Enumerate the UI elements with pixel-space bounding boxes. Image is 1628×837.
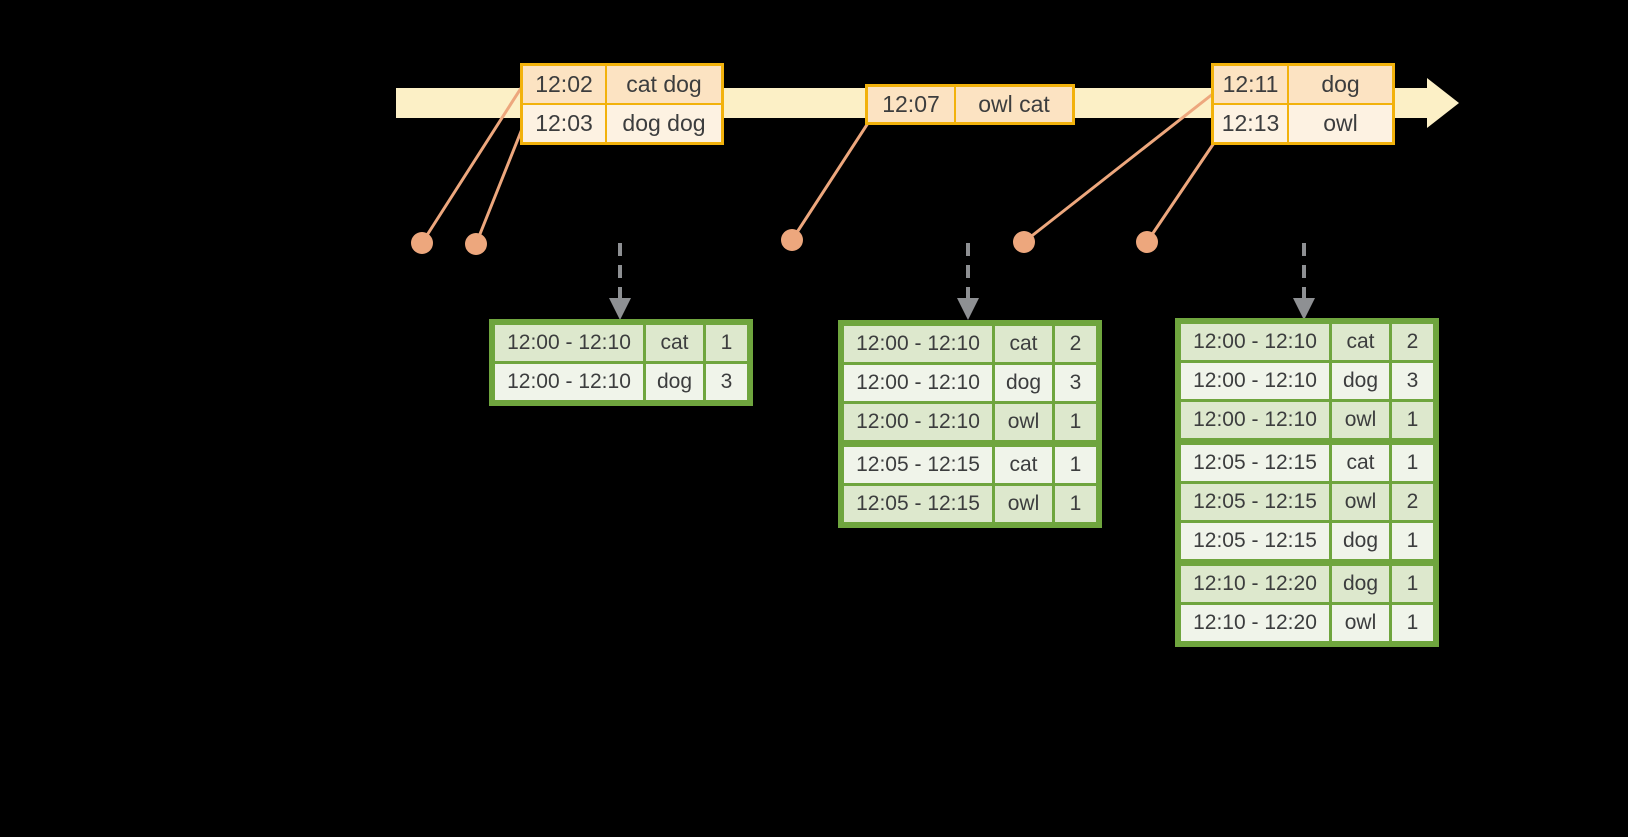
window-cell: 12:00 - 12:10 <box>1178 321 1331 362</box>
trigger-arrowhead-icon <box>609 298 631 320</box>
event-time-cell: 12:13 <box>1212 103 1288 144</box>
window-cell: 12:00 - 12:10 <box>1178 360 1331 401</box>
count-cell: 3 <box>703 361 750 403</box>
event-dot <box>1013 231 1035 253</box>
trigger-arrowhead-icon <box>957 298 979 320</box>
event-time-cell: 12:07 <box>866 85 955 124</box>
word-cell: dog <box>1329 559 1391 604</box>
count-cell: 1 <box>1389 438 1436 483</box>
trigger-arrowhead-icon <box>1293 298 1315 320</box>
words-cell: cat dog <box>605 64 723 104</box>
event-connector-line <box>1022 91 1216 244</box>
word-cell: dog <box>1329 360 1391 401</box>
window-cell: 12:00 - 12:10 <box>492 322 645 363</box>
word-cell: cat <box>992 323 1054 364</box>
event-dot <box>1136 231 1158 253</box>
event-dot <box>465 233 487 255</box>
window-cell: 12:00 - 12:10 <box>841 323 994 364</box>
words-cell: owl cat <box>954 85 1074 124</box>
word-cell: dog <box>1329 520 1391 563</box>
window-cell: 12:05 - 12:15 <box>841 483 994 525</box>
window-cell: 12:05 - 12:15 <box>1178 438 1331 483</box>
event-dot <box>781 229 803 251</box>
event-time-cell: 12:11 <box>1212 64 1288 104</box>
word-cell: owl <box>1329 481 1391 522</box>
words-cell: dog dog <box>605 103 723 144</box>
window-cell: 12:05 - 12:15 <box>841 440 994 485</box>
word-cell: cat <box>992 440 1054 485</box>
count-cell: 1 <box>1389 399 1436 442</box>
word-cell: dog <box>992 362 1054 403</box>
count-cell: 3 <box>1389 360 1436 401</box>
word-cell: owl <box>1329 399 1391 442</box>
count-cell: 1 <box>1052 483 1099 525</box>
count-cell: 1 <box>1389 520 1436 563</box>
window-cell: 12:00 - 12:10 <box>1178 399 1331 442</box>
window-cell: 12:05 - 12:15 <box>1178 481 1331 522</box>
count-cell: 1 <box>1052 401 1099 444</box>
window-cell: 12:00 - 12:10 <box>492 361 645 403</box>
count-cell: 2 <box>1052 323 1099 364</box>
window-cell: 12:10 - 12:20 <box>1178 602 1331 644</box>
window-cell: 12:00 - 12:10 <box>841 401 994 444</box>
words-cell: dog <box>1287 64 1394 104</box>
word-cell: dog <box>643 361 705 403</box>
event-connector-line <box>420 83 525 245</box>
window-cell: 12:10 - 12:20 <box>1178 559 1331 604</box>
event-connector-line <box>790 118 872 242</box>
word-cell: owl <box>1329 602 1391 644</box>
event-dot <box>411 232 433 254</box>
count-cell: 2 <box>1389 321 1436 362</box>
count-cell: 1 <box>703 322 750 363</box>
window-cell: 12:00 - 12:10 <box>841 362 994 403</box>
count-cell: 1 <box>1389 559 1436 604</box>
count-cell: 1 <box>1389 602 1436 644</box>
event-time-cell: 12:03 <box>521 103 606 144</box>
word-cell: owl <box>992 401 1054 444</box>
word-cell: owl <box>992 483 1054 525</box>
word-cell: cat <box>1329 321 1391 362</box>
event-connector-line <box>1145 138 1218 244</box>
word-cell: cat <box>1329 438 1391 483</box>
window-cell: 12:05 - 12:15 <box>1178 520 1331 563</box>
word-cell: cat <box>643 322 705 363</box>
count-cell: 3 <box>1052 362 1099 403</box>
words-cell: owl <box>1287 103 1394 144</box>
count-cell: 2 <box>1389 481 1436 522</box>
event-connector-line <box>474 122 526 246</box>
timeline-arrowhead-icon <box>1427 78 1459 128</box>
count-cell: 1 <box>1052 440 1099 485</box>
event-time-cell: 12:02 <box>521 64 606 104</box>
